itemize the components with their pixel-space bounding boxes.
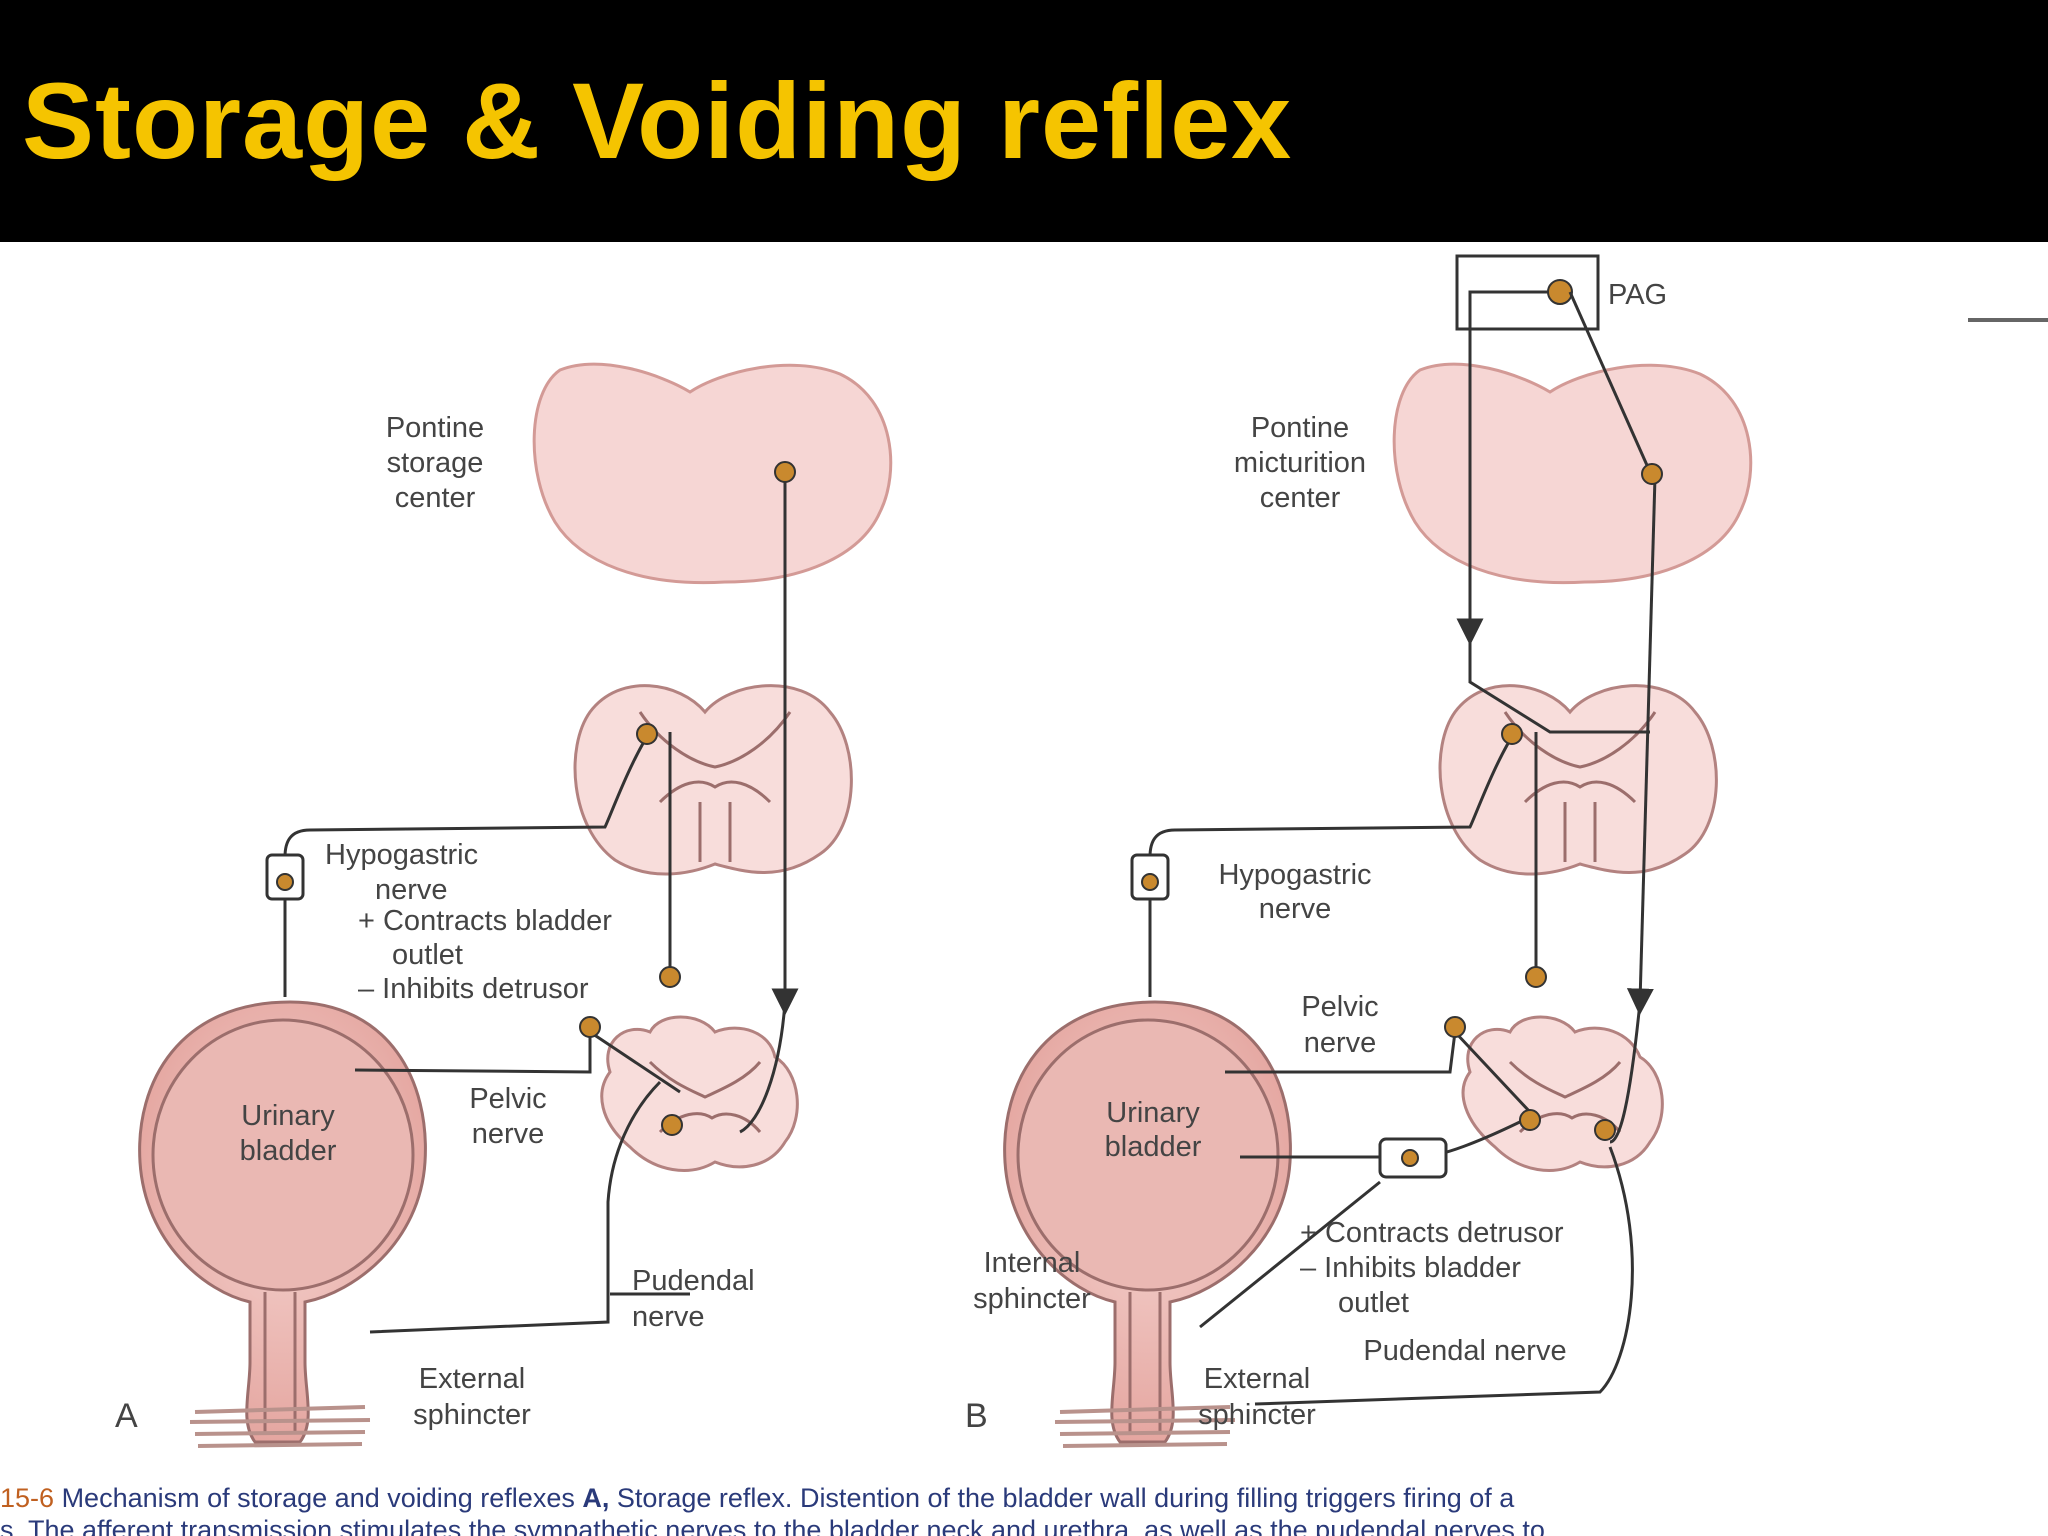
pelvic-label-a-1: Pelvic: [469, 1083, 546, 1115]
hypogastric-label-b-2: nerve: [1259, 893, 1332, 925]
hypogastric-label-b-1: Hypogastric: [1218, 859, 1371, 891]
slide-title: Storage & Voiding reflex: [22, 60, 1293, 181]
neuron-icon: [1641, 463, 1663, 485]
pelvic-label-b-1: Pelvic: [1301, 991, 1378, 1023]
pontine-label-a-3: center: [395, 482, 476, 514]
effect-a-3: – Inhibits detrusor: [358, 973, 589, 1005]
panel-letter-b: B: [965, 1397, 988, 1435]
external-sphincter-a: [189, 1405, 371, 1448]
neuron-icon: [579, 1016, 601, 1038]
effect-b-2: – Inhibits bladder: [1300, 1252, 1521, 1284]
sphincter-label-b-1: External: [1204, 1363, 1310, 1395]
neuron-icon: [659, 966, 681, 988]
caption-text-b: Storage reflex. Distention of the bladde…: [609, 1483, 1515, 1513]
neuron-icon: [774, 461, 796, 483]
effect-b-1: + Contracts detrusor: [1300, 1217, 1564, 1249]
neuron-icon: [1141, 873, 1159, 891]
effect-a-2: outlet: [392, 939, 463, 971]
pelvic-label-b-2: nerve: [1304, 1027, 1377, 1059]
neuron-icon: [276, 873, 294, 891]
pons-a: [532, 362, 893, 585]
effect-a-1: + Contracts bladder: [358, 905, 612, 937]
external-sphincter-b: [1054, 1405, 1236, 1448]
hypogastric-label-a-2: nerve: [375, 874, 448, 906]
pontine-label-b-1: Pontine: [1251, 412, 1349, 444]
grey-matter-upper-b: [1503, 711, 1657, 862]
neuron-icon: [1501, 723, 1523, 745]
caption-text-a: Mechanism of storage and voiding reflexe…: [61, 1483, 583, 1513]
pudendal-label-b: Pudendal nerve: [1363, 1335, 1566, 1367]
caption-line-2: s. The afferent transmission stimulates …: [0, 1515, 1545, 1536]
pathways-b: [1148, 290, 1657, 1406]
pag-label: PAG: [1608, 279, 1667, 311]
right-divider: [1968, 318, 2048, 322]
pudendal-label-a-2: nerve: [632, 1301, 705, 1333]
spinal-cord-upper-a: [573, 684, 853, 876]
hypogastric-label-a-1: Hypogastric: [325, 839, 478, 871]
panel-b: PAG: [965, 254, 1753, 1448]
caption-bold: A,: [582, 1483, 610, 1513]
pontine-label-b-3: center: [1260, 482, 1341, 514]
bladder-label-b-1: Urinary: [1106, 1097, 1200, 1129]
pelvic-label-a-2: nerve: [472, 1118, 545, 1150]
internal-label-b-2: sphincter: [973, 1283, 1091, 1315]
spinal-cord-lower-b: [1461, 1015, 1664, 1172]
pudendal-label-a-1: Pudendal: [632, 1265, 755, 1297]
right-margin: [1968, 242, 2048, 1536]
pontine-label-b-2: micturition: [1234, 447, 1366, 479]
caption-number: 15-6: [0, 1483, 55, 1513]
figure-caption: 15-6 Mechanism of storage and voiding re…: [0, 1482, 1968, 1536]
panel-letter-a: A: [115, 1397, 138, 1435]
neuron-icon: [661, 1114, 683, 1136]
bladder-label-a-1: Urinary: [241, 1100, 335, 1132]
reflex-diagram: Pontine storage center Hypogastric nerve…: [115, 254, 1753, 1448]
caption-line-1: 15-6 Mechanism of storage and voiding re…: [0, 1482, 1968, 1514]
spinal-cord-upper-b: [1438, 684, 1718, 876]
bladder-b-inner: [1016, 1018, 1280, 1292]
sphincter-label-a-1: External: [419, 1363, 525, 1395]
neuron-icon: [1519, 1109, 1541, 1131]
internal-label-b-1: Internal: [984, 1247, 1081, 1279]
pontine-label-a-2: storage: [387, 447, 484, 479]
bladder-a-inner: [151, 1018, 415, 1292]
pathways-a: [283, 472, 799, 1334]
pag-neuron-icon: [1547, 279, 1573, 305]
effect-b-3: outlet: [1338, 1287, 1409, 1319]
title-bar: Storage & Voiding reflex: [0, 0, 2048, 242]
bladder-label-a-2: bladder: [240, 1135, 337, 1167]
neuron-icon: [1401, 1149, 1419, 1167]
neuron-icon: [1444, 1016, 1466, 1038]
neuron-icon: [1594, 1119, 1616, 1141]
figure-area: Pontine storage center Hypogastric nerve…: [0, 242, 1968, 1536]
pons-b: [1392, 362, 1753, 585]
bladder-label-b-2: bladder: [1105, 1131, 1202, 1163]
neuron-icon: [636, 723, 658, 745]
sphincter-label-a-2: sphincter: [413, 1399, 531, 1431]
pontine-label-a-1: Pontine: [386, 412, 484, 444]
grey-matter-upper-a: [638, 711, 792, 862]
neuron-icon: [1525, 966, 1547, 988]
panel-a: Pontine storage center Hypogastric nerve…: [115, 362, 893, 1448]
sphincter-label-b-2: sphincter: [1198, 1399, 1316, 1431]
